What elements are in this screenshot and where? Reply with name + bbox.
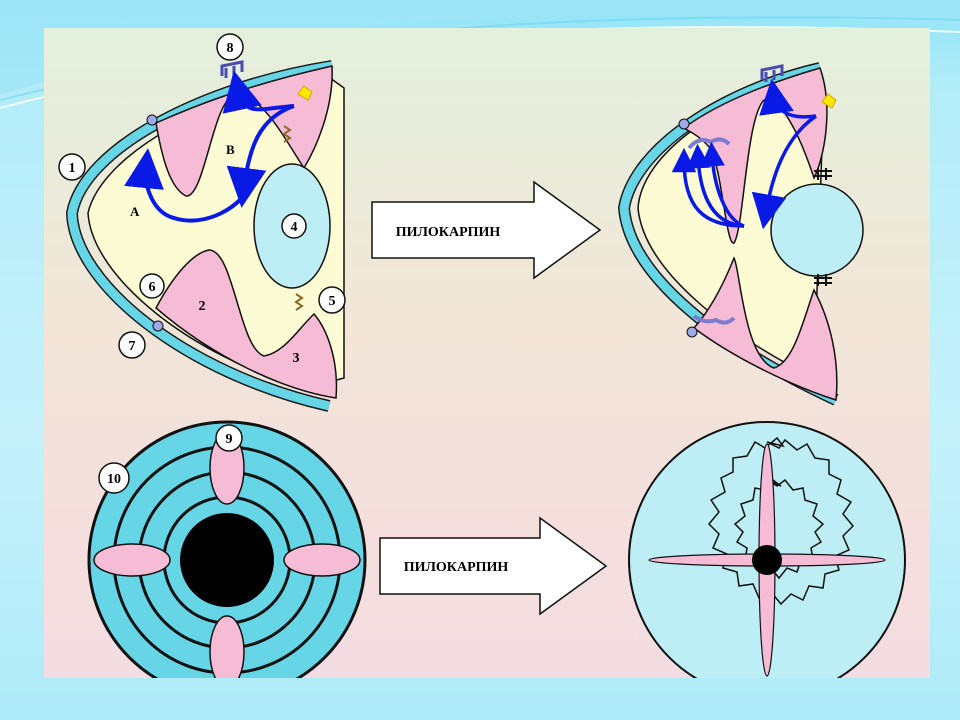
zonule-after-upper bbox=[814, 168, 832, 180]
light-source-icon-after bbox=[821, 93, 837, 109]
arrow-label-top: ПИЛОКАРПИН bbox=[396, 225, 501, 240]
svg-text:1: 1 bbox=[69, 161, 76, 176]
flow-arrow-after-3 bbox=[700, 141, 745, 228]
arrow-label-bottom: ПИЛОКАРПИН bbox=[404, 560, 509, 575]
pupil-constricted bbox=[752, 545, 782, 575]
iris-front-after bbox=[628, 421, 906, 678]
flow-arrow-posterior bbox=[226, 104, 295, 208]
callout-1: 1 bbox=[58, 153, 86, 181]
zonule-upper bbox=[282, 125, 292, 143]
lens-after bbox=[770, 183, 864, 277]
upper-iris bbox=[155, 65, 333, 197]
svg-text:7: 7 bbox=[129, 339, 136, 354]
callout-5: 5 bbox=[318, 286, 346, 314]
callout-9: 9 bbox=[215, 424, 243, 452]
radial-muscle-left bbox=[93, 543, 171, 577]
callout-7: 7 bbox=[118, 331, 146, 359]
episcleral-vein bbox=[220, 60, 244, 78]
svg-text:5: 5 bbox=[329, 294, 336, 309]
svg-text:9: 9 bbox=[226, 432, 233, 447]
zonule-lower bbox=[294, 293, 304, 311]
iris-front-before: 9 10 bbox=[87, 420, 367, 678]
pilocarpine-arrow-top: ПИЛОКАРПИН bbox=[371, 180, 602, 280]
radial-muscle-bottom bbox=[209, 615, 245, 678]
schlemm-canal-upper bbox=[146, 114, 158, 126]
svg-text:8: 8 bbox=[227, 41, 234, 56]
flow-arrow-after-2 bbox=[686, 143, 745, 228]
pilocarpine-eye-diagram: А В 1 2 3 4 5 6 7 bbox=[58, 33, 906, 678]
svg-text:4: 4 bbox=[291, 220, 298, 235]
pupil-dilated bbox=[180, 513, 274, 607]
schlemm-canal-lower bbox=[152, 320, 164, 332]
svg-text:3: 3 bbox=[293, 351, 300, 366]
eye-section-before: А В 1 2 3 4 5 6 7 bbox=[58, 33, 346, 412]
label-a: А bbox=[130, 204, 140, 219]
label-b: В bbox=[226, 142, 235, 157]
callout-8: 8 bbox=[216, 33, 244, 61]
contracted-sphincter-inner bbox=[733, 478, 825, 580]
contracted-sphincter-outer bbox=[707, 436, 855, 606]
svg-text:10: 10 bbox=[107, 472, 121, 487]
svg-text:6: 6 bbox=[149, 280, 156, 295]
flow-arrow-upward bbox=[222, 70, 295, 114]
callout-3: 3 bbox=[285, 346, 307, 368]
eye-section-after bbox=[617, 62, 864, 406]
pilocarpine-arrow-bottom: ПИЛОКАРПИН bbox=[379, 516, 608, 616]
callout-6: 6 bbox=[139, 273, 165, 299]
flow-arrow-anterior bbox=[124, 148, 256, 223]
radial-muscle-right bbox=[283, 543, 361, 577]
trabecular-meshwork-lower bbox=[692, 314, 736, 325]
callout-10: 10 bbox=[98, 462, 130, 494]
lower-iris-after bbox=[692, 256, 838, 401]
callout-2: 2 bbox=[191, 294, 213, 316]
zonule-after-lower bbox=[814, 274, 832, 286]
callout-4: 4 bbox=[281, 213, 307, 239]
diagram-panel: А В 1 2 3 4 5 6 7 bbox=[44, 28, 930, 678]
light-source-icon bbox=[297, 85, 313, 101]
svg-text:2: 2 bbox=[199, 299, 206, 314]
